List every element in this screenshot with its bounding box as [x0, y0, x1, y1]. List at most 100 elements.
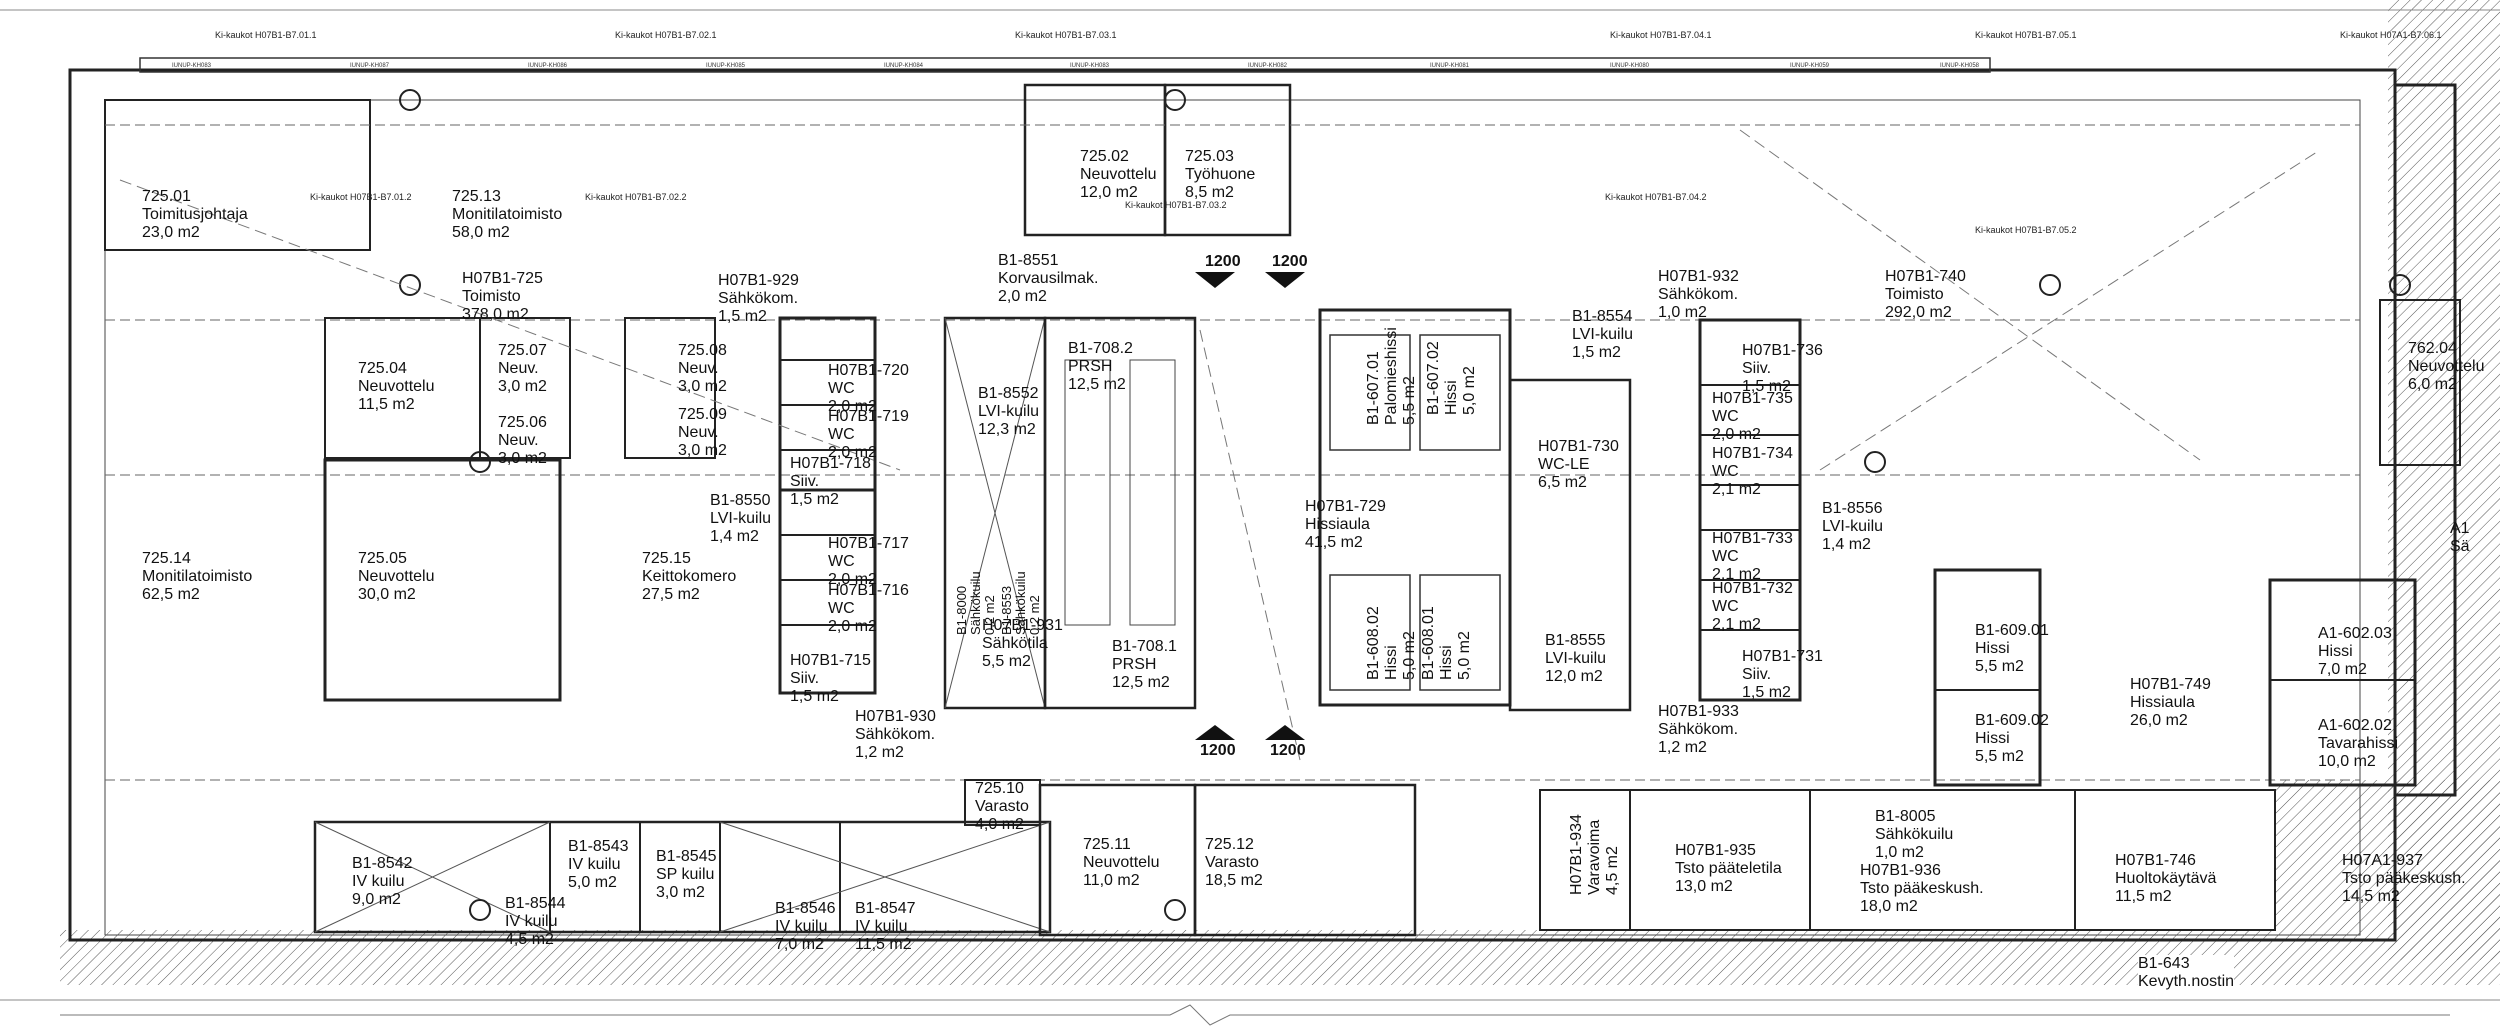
window-code-11: IUNUP-KH058: [1940, 63, 1980, 69]
facade-ref-2: Ki-kaukot H07B1-B7.02.1: [615, 30, 717, 40]
right-tower-wall: [2393, 83, 2457, 797]
window-code-7: IUNUP-KH082: [1248, 63, 1288, 69]
dimension-1200-top-left: 1200: [1205, 253, 1241, 270]
inner-ref-2: Ki-kaukot H07B1-B7.02.2: [585, 192, 687, 202]
facade-window-band: [139, 57, 1991, 73]
dimension-1200-bottom-right: 1200: [1270, 742, 1306, 759]
window-code-2: IUNUP-KH087: [350, 63, 390, 69]
dimension-1200-bottom-left: 1200: [1200, 742, 1236, 759]
arrow-up-right: [1265, 725, 1305, 740]
column-1: [399, 89, 421, 111]
iv-shaft-cross-d: [719, 821, 1051, 933]
stair-flight-right: [1129, 359, 1176, 626]
wall-76204: [2379, 299, 2461, 466]
arrow-down-left: [1195, 272, 1235, 288]
wall-elevator-core-b1-609: [1933, 568, 2042, 787]
wall-72503: [1163, 83, 1292, 237]
break-line: [60, 1004, 2450, 1026]
edge-label-sa: Sä: [2450, 538, 2470, 555]
wall-h746: [2074, 789, 2276, 931]
window-code-3: IUNUP-KH086: [528, 63, 568, 69]
diag-dash-3: [1819, 149, 2321, 471]
column-3: [399, 274, 421, 296]
inner-ref-1: Ki-kaukot H07B1-B7.01.2: [310, 192, 412, 202]
inner-ref-4: Ki-kaukot H07B1-B7.04.2: [1605, 192, 1707, 202]
wall-elevator-core-a1-602: [2268, 578, 2417, 787]
wall-lvi-shaft-8555: [1508, 378, 1632, 712]
facade-ref-3: Ki-kaukot H07B1-B7.03.1: [1015, 30, 1117, 40]
iv-shaft-cross-b: [314, 821, 551, 933]
column-9: [2389, 274, 2411, 296]
window-code-4: IUNUP-KH085: [706, 63, 746, 69]
window-code-6: IUNUP-KH083: [1070, 63, 1110, 69]
window-code-5: IUNUP-KH084: [884, 63, 924, 69]
column-5: [469, 451, 491, 473]
wall-72508-09: [624, 317, 716, 459]
facade-ref-6: Ki-kaukot H07A1-B7.06.1: [2340, 30, 2442, 40]
window-code-8: IUNUP-KH081: [1430, 63, 1470, 69]
arrow-up-left: [1195, 725, 1235, 740]
stair-flight-left: [1064, 359, 1111, 626]
wall-72501-72513: [104, 99, 371, 251]
elevator-6071: [1329, 334, 1411, 451]
elevator-6072: [1419, 334, 1501, 451]
window-code-9: IUNUP-KH080: [1610, 63, 1650, 69]
column-8: [1164, 899, 1186, 921]
elevator-6081: [1419, 574, 1501, 691]
edge-label-a1: A1: [2450, 520, 2470, 537]
wall-wc-stack-right: [1698, 318, 1802, 702]
hatched-bottom-right-block: [2275, 780, 2500, 930]
diag-dash-1: [119, 179, 901, 471]
elevator-6082: [1329, 574, 1411, 691]
